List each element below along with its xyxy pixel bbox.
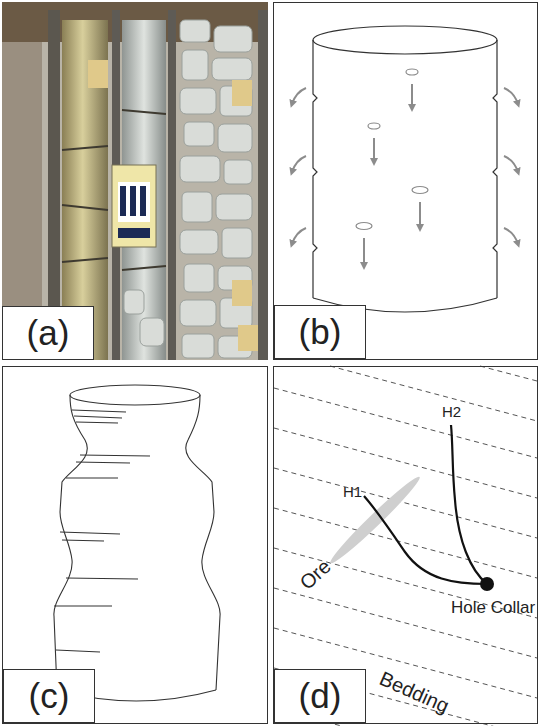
- hole-collar-dot: [480, 577, 494, 591]
- art-shape: [504, 88, 518, 104]
- art-shape: [222, 228, 252, 258]
- art-shape: [180, 88, 216, 114]
- art-shape: [216, 194, 252, 220]
- diagram-label: Ore: [296, 556, 334, 593]
- art-shape: [292, 156, 306, 172]
- art-shape: [140, 186, 146, 216]
- core-side: [186, 395, 220, 690]
- diagram-label: H1: [343, 484, 362, 499]
- core-side: [54, 395, 87, 690]
- core-rubble: [124, 20, 252, 358]
- art-shape: [182, 50, 208, 80]
- art-shape: [184, 264, 214, 292]
- diagram-label: H2: [442, 404, 461, 419]
- art-shape: [180, 300, 216, 326]
- art-shape: [124, 290, 144, 314]
- art-shape: [419, 202, 421, 228]
- core-photo: [2, 2, 268, 360]
- figure-panel: (c): [2, 366, 268, 724]
- figure-panel: (d): [273, 366, 538, 724]
- core-top: [70, 385, 200, 405]
- art-shape: [180, 156, 220, 182]
- tray-rail: [168, 10, 176, 360]
- art-shape: [274, 468, 537, 538]
- art-shape: [112, 165, 156, 247]
- figure-panel: (b): [273, 2, 538, 360]
- cylinder-top: [313, 26, 497, 54]
- art-shape: [180, 20, 210, 42]
- art-shape: [212, 58, 252, 80]
- photo-background: [2, 2, 268, 360]
- tray-rail: [258, 10, 268, 360]
- art-shape: [274, 388, 537, 458]
- art-shape: [274, 668, 537, 726]
- panel-letter: (d): [274, 669, 366, 723]
- art-shape: [184, 122, 214, 146]
- art-shape: [130, 186, 136, 216]
- deformed-core: [54, 385, 220, 701]
- art-shape: [238, 325, 258, 351]
- art-shape: [504, 156, 518, 172]
- art-shape: [182, 334, 214, 358]
- art-shape: [118, 228, 150, 238]
- art-shape: [232, 280, 252, 306]
- art-shape: [182, 192, 212, 222]
- diagram-label: Bedding: [377, 668, 452, 716]
- art-shape: [363, 238, 365, 266]
- cylinder-side: [313, 40, 317, 298]
- figure-panel: (a): [2, 2, 268, 360]
- art-shape: [180, 230, 218, 254]
- ore-body: [326, 473, 424, 568]
- art-shape: [214, 26, 252, 52]
- art-shape: [218, 124, 252, 152]
- art-shape: [274, 588, 537, 658]
- cylinder-side: [493, 40, 497, 298]
- art-shape: [232, 80, 252, 106]
- bedding-lines: [274, 366, 537, 726]
- scale-card: [112, 165, 156, 247]
- drill-hole: [451, 425, 487, 584]
- drill-hole: [364, 496, 487, 584]
- art-shape: [118, 182, 150, 222]
- tray-tag: [88, 60, 258, 351]
- core-fracture: [62, 110, 166, 270]
- fracture-lines: [54, 410, 150, 652]
- panel-letter: (a): [2, 306, 94, 360]
- core-cylinder: [313, 26, 497, 312]
- art-shape: [373, 138, 375, 162]
- art-shape: [504, 228, 518, 244]
- art-shape: [368, 123, 380, 129]
- panel-letter: (b): [274, 305, 366, 359]
- art-shape: [224, 160, 252, 184]
- panel-letter: (c): [3, 669, 95, 723]
- art-shape: [140, 318, 164, 346]
- art-shape: [411, 84, 413, 108]
- art-shape: [292, 228, 306, 244]
- diagram-label: Hole Collar: [451, 599, 535, 616]
- art-shape: [412, 187, 428, 194]
- art-shape: [330, 366, 537, 421]
- art-shape: [88, 60, 108, 88]
- art-shape: [480, 366, 537, 381]
- art-shape: [120, 186, 126, 216]
- art-shape: [406, 69, 418, 75]
- art-shape: [356, 223, 372, 230]
- art-shape: [274, 548, 537, 618]
- art-shape: [292, 88, 306, 104]
- lineation-arrows: [292, 69, 518, 266]
